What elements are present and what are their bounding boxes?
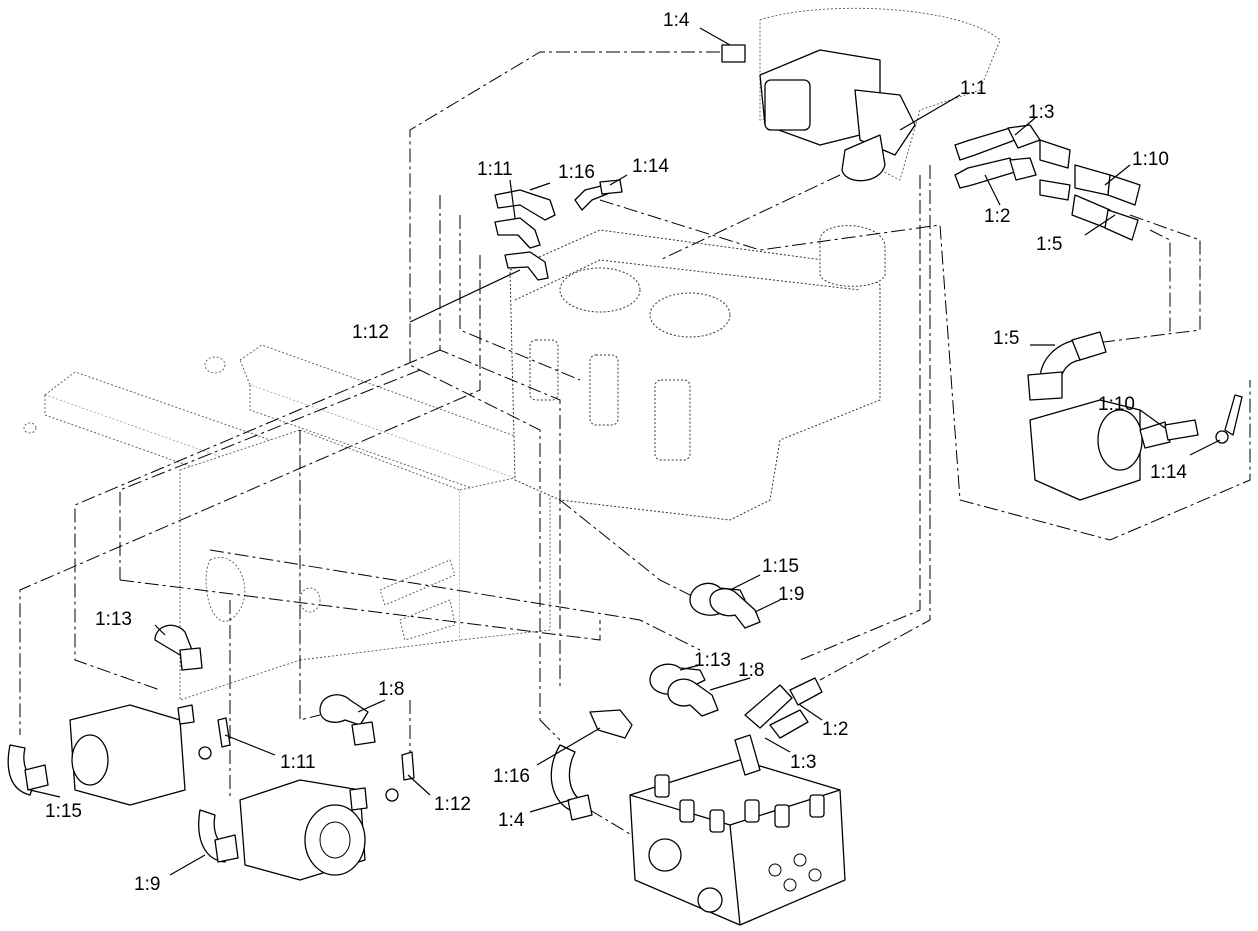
callout-1-1: 1:1	[960, 78, 986, 99]
callout-1-12-top: 1:12	[352, 322, 389, 343]
callout-1-4-top: 1:4	[663, 10, 690, 31]
callout-1-15-center: 1:15	[762, 556, 799, 577]
control-valve-block	[629, 677, 846, 926]
callout-1-11-left: 1:11	[280, 752, 316, 773]
lower-center-fittings	[550, 709, 633, 821]
leader-lines	[29, 27, 1221, 876]
center-elbows	[649, 582, 761, 717]
callout-1-10-top: 1:10	[1132, 149, 1169, 170]
right-pump	[1027, 331, 1243, 501]
callout-1-3-center: 1:3	[790, 752, 816, 773]
tank-fittings	[494, 179, 623, 281]
callout-1-5-top: 1:5	[1036, 234, 1062, 255]
callout-1-3-top: 1:3	[1028, 102, 1054, 123]
callout-1-2-top: 1:2	[984, 206, 1010, 227]
callout-1-4-bottom: 1:4	[498, 810, 525, 831]
callout-1-14-top: 1:14	[632, 156, 669, 177]
callout-1-16-center: 1:16	[493, 766, 530, 787]
callout-1-13-left: 1:13	[95, 609, 132, 630]
chassis-frame	[23, 344, 551, 701]
callout-1-12-left: 1:12	[434, 794, 471, 815]
callout-1-16-top: 1:16	[558, 162, 595, 183]
top-right-hoses	[954, 124, 1141, 241]
callout-1-9-left: 1:9	[134, 874, 160, 895]
callout-1-13-center: 1:13	[694, 650, 731, 671]
lower-center-pump	[198, 694, 415, 881]
routing-lines	[19, 51, 1251, 841]
main-pump-assembly	[721, 7, 1001, 182]
callout-1-9-center: 1:9	[778, 584, 804, 605]
callout-labels: 1:4 1:1 1:3 1:10 1:2 1:5 1:11 1:16 1:14 …	[45, 10, 1187, 895]
callout-1-8-center: 1:8	[738, 660, 764, 681]
hydraulic-tank	[509, 225, 886, 521]
callout-1-15-left: 1:15	[45, 801, 82, 822]
callout-1-8-left: 1:8	[378, 679, 404, 700]
callout-1-2-center: 1:2	[822, 719, 848, 740]
callout-1-10-right: 1:10	[1098, 394, 1135, 415]
callout-1-14-right: 1:14	[1150, 462, 1187, 483]
callout-1-5-right: 1:5	[993, 328, 1019, 349]
lower-left-pump	[7, 624, 231, 806]
callout-1-11-top: 1:11	[477, 159, 513, 180]
